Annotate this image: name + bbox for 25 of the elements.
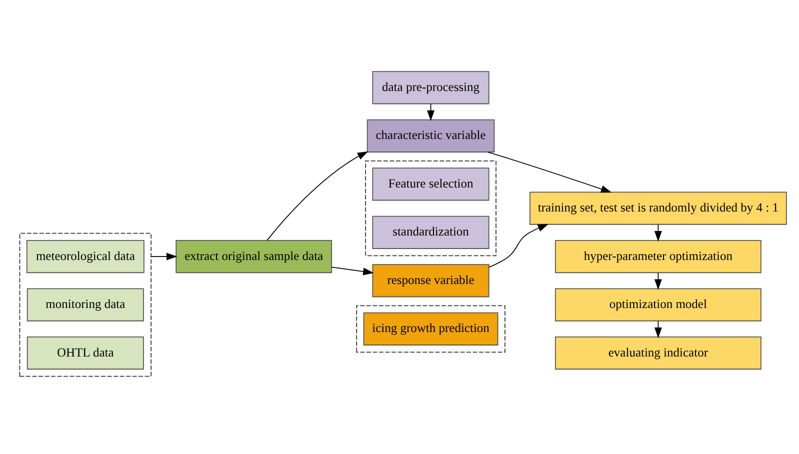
node-box: extract original sample data xyxy=(176,240,332,273)
node-box: response variable xyxy=(372,264,490,297)
node-box: optimization model xyxy=(554,288,762,321)
node-box: evaluating indicator xyxy=(554,336,762,370)
node-box: icing growth prediction xyxy=(363,312,498,345)
arrow xyxy=(488,223,549,268)
node-box: standardization xyxy=(372,215,490,248)
arrow xyxy=(654,320,662,338)
node-box: data pre-processing xyxy=(372,70,490,104)
node-box: OHTL data xyxy=(26,336,144,370)
cluster xyxy=(19,232,152,376)
arrow xyxy=(654,272,662,290)
node-box: characteristic variable xyxy=(366,118,495,152)
arrow xyxy=(266,150,368,240)
node-box: Feature selection xyxy=(372,167,490,200)
cluster xyxy=(356,304,506,352)
node-box: hyper-parameter optimization xyxy=(554,240,762,273)
arrow xyxy=(487,151,612,192)
arrow xyxy=(150,252,178,260)
node-box: meteorological data xyxy=(26,240,144,273)
cluster xyxy=(365,160,496,256)
node-box: monitoring data xyxy=(26,288,144,321)
arrow xyxy=(654,224,662,242)
arrow xyxy=(331,266,374,275)
node-box: training set, test set is randomly divided by 4 : 1 xyxy=(530,191,787,224)
